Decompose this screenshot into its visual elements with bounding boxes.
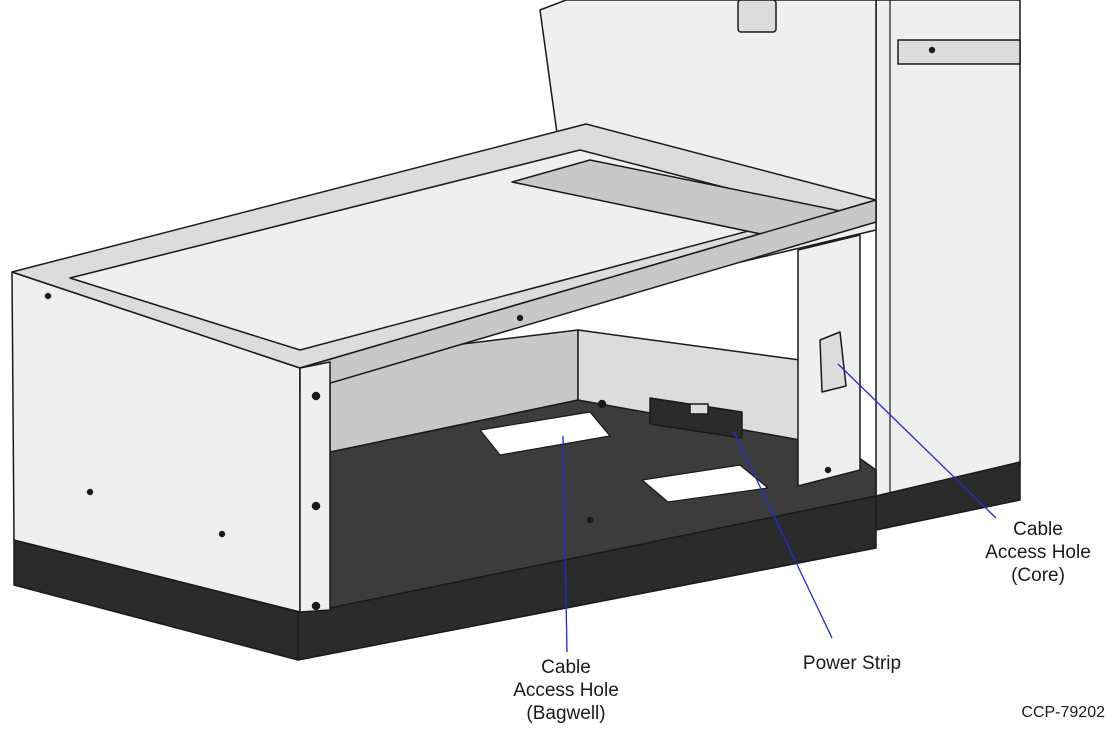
callout-core-line1: Cable [1013,519,1063,540]
screw [44,292,52,300]
core-base-skirt [875,461,1021,531]
screw [311,391,321,401]
callout-label-core: Cable Access Hole (Core) [968,518,1108,587]
screw [86,488,94,496]
screw [311,501,321,511]
core-cable-grommet [819,331,847,393]
tower-handle-slot [737,0,777,33]
core-callout-line [837,363,997,519]
power-strip-outlet [689,403,709,415]
floor-cable-hole [641,464,769,503]
core-cabinet-bracket [897,39,1021,65]
callout-label-power-strip: Power Strip [772,652,932,675]
screw [824,466,832,474]
callout-label-bagwell: Cable Access Hole (Bagwell) [496,656,636,725]
power-strip [649,397,743,439]
screw [218,530,226,538]
figure-id: CCP-79202 [1021,704,1105,721]
callout-power-strip-text: Power Strip [802,653,902,674]
core-bracket-screw [928,46,936,54]
callout-bagwell-line2: Access Hole [513,680,619,701]
callout-bagwell-line1: Cable [541,657,591,678]
front-left-post [299,361,331,613]
screw [311,601,321,611]
screw [516,314,524,322]
screw [586,516,594,524]
power-strip-callout-line [733,431,833,639]
bagwell-callout-line [562,435,568,653]
screw [597,399,607,409]
bagwell-cable-hole [479,411,611,456]
core-cabinet-panel [875,0,1021,501]
callout-bagwell-line3: (Bagwell) [526,703,606,724]
callout-core-line2: Access Hole [985,542,1091,563]
callout-core-line3: (Core) [1011,565,1065,586]
